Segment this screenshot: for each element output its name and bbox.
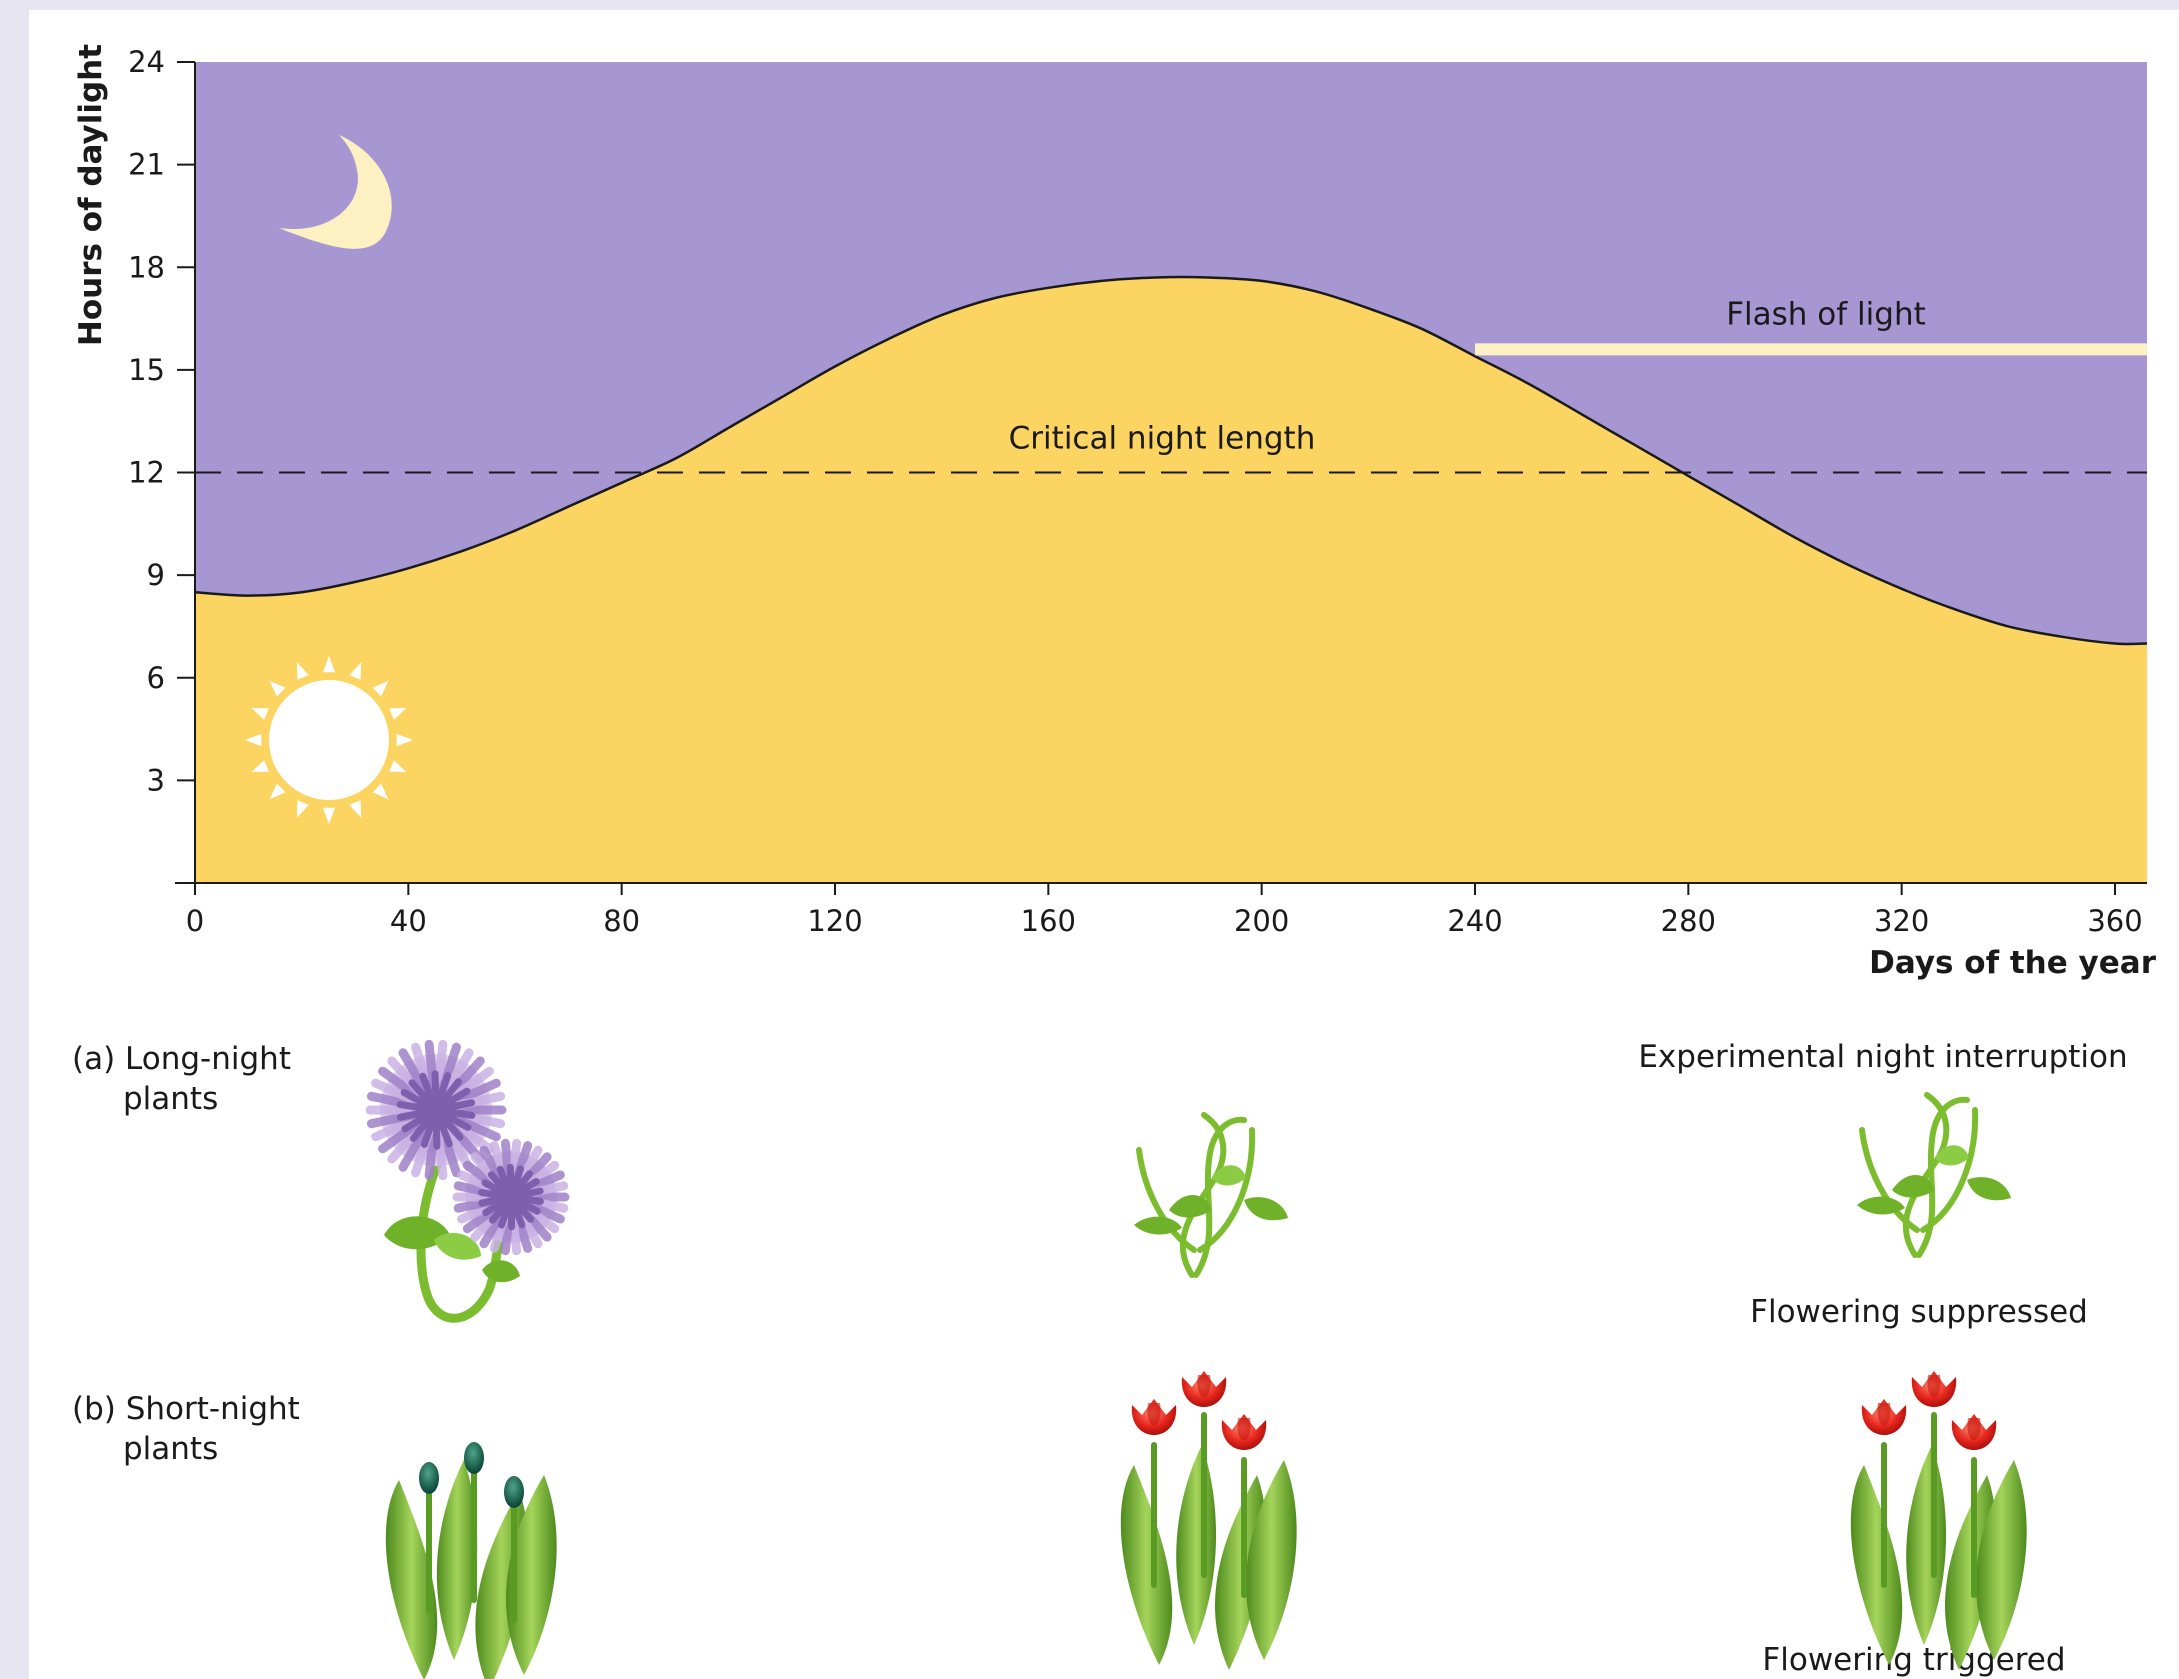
- chrysanthemum-icon: [365, 1039, 570, 1323]
- x-tick-label: 120: [807, 904, 862, 938]
- y-tick-label: 24: [128, 45, 165, 79]
- y-tick-label: 21: [128, 148, 165, 182]
- row-b-label: (b) Short-night: [72, 1391, 300, 1427]
- sun-icon: [245, 656, 413, 824]
- daylight-area: [195, 277, 2147, 883]
- flowering-suppressed-label: Flowering suppressed: [1750, 1294, 2088, 1330]
- x-tick-label: 80: [603, 904, 640, 938]
- vine-icon: [1134, 1112, 1288, 1278]
- daylight-curve: [194, 275, 2148, 646]
- y-tick-label: 15: [128, 353, 165, 387]
- x-tick-label: 200: [1234, 904, 1289, 938]
- x-tick-label: 40: [390, 904, 427, 938]
- tulip-buds-icon: [385, 1442, 557, 1679]
- y-tick-label: 3: [147, 763, 165, 797]
- tulips-icon: [1120, 1371, 1297, 1670]
- x-tick-label: 0: [186, 904, 204, 938]
- y-tick-label: 6: [147, 661, 165, 695]
- row-b-label-line2: plants: [123, 1431, 218, 1467]
- tulips-icon: [1850, 1371, 2027, 1670]
- y-tick-label: 12: [128, 456, 165, 490]
- vine-icon: [1857, 1092, 2011, 1258]
- x-tick-label: 240: [1447, 904, 1502, 938]
- critical-night-label: Critical night length: [1009, 421, 1316, 457]
- figure-panel: 0 40 80 120 160 200 240 280 320 360 3 6 9 12 15 18 21 24…: [29, 10, 2179, 1679]
- moon-icon: [279, 135, 392, 249]
- photoperiod-figure: 0 40 80 120 160 200 240 280 320 360 3 6 9 12 15 18 21 24…: [72, 44, 2157, 1679]
- x-tick-label: 160: [1021, 904, 1076, 938]
- flowering-triggered-label: Flowering triggered: [1762, 1642, 2065, 1678]
- x-tick-label: 360: [2087, 904, 2142, 938]
- row-a-label-line2: plants: [123, 1081, 218, 1117]
- flash-of-light-bar: [1475, 343, 2147, 356]
- daylight-chart: 0 40 80 120 160 200 240 280 320 360 3 6 9 12 15 18 21 24…: [73, 44, 2157, 981]
- experimental-heading: Experimental night interruption: [1638, 1039, 2127, 1075]
- x-axis-title: Days of the year: [1869, 945, 2157, 981]
- y-tick-label: 9: [147, 558, 165, 592]
- x-tick-label: 320: [1874, 904, 1929, 938]
- flash-of-light-label: Flash of light: [1726, 296, 1926, 332]
- x-tick-label: 280: [1661, 904, 1716, 938]
- y-tick-label: 18: [128, 250, 165, 284]
- y-axis-title: Hours of daylight: [73, 44, 109, 346]
- row-a-label: (a) Long-night: [72, 1041, 291, 1077]
